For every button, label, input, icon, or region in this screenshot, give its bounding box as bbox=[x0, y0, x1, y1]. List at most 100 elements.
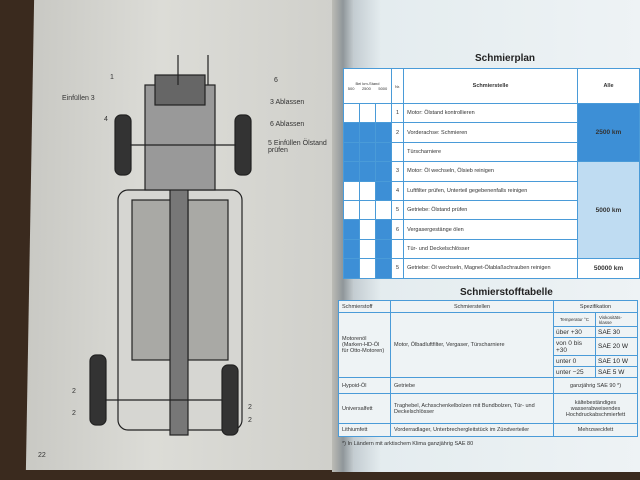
sae-value: SAE 10 W bbox=[595, 355, 638, 367]
label-2: 2 bbox=[72, 410, 76, 417]
interval-mark bbox=[375, 180, 392, 201]
label-ablassen-6: 6 Ablassen bbox=[270, 121, 305, 128]
interval-mark bbox=[343, 141, 360, 163]
interval-5000: 5000 bbox=[378, 86, 388, 91]
schmierplan-row: Türscharniere bbox=[343, 141, 640, 163]
row-text: Luftfilter prüfen, Unterteil gegebenenfa… bbox=[403, 180, 578, 201]
row-nr: 3 bbox=[390, 161, 405, 182]
interval-mark bbox=[375, 219, 392, 240]
schmierplan-table: Bei km-Stand 500 2500 5000 Nr. Schmierstel… bbox=[343, 68, 640, 279]
schmierstofftabelle-title: Schmierstofftabelle bbox=[460, 287, 553, 298]
motoroel-stellen: Motor, Ölbadluftfilter, Vergaser, Türsch… bbox=[390, 312, 554, 378]
interval-mark bbox=[375, 199, 392, 221]
stelle-header: Schmierstelle bbox=[403, 68, 578, 104]
temp-value: unter 0 bbox=[553, 355, 596, 367]
interval-mark bbox=[375, 238, 392, 260]
alle-header: Alle bbox=[577, 68, 640, 104]
interval-mark bbox=[343, 258, 360, 279]
chassis-diagram bbox=[89, 55, 252, 436]
lubricant-name: Universalfett bbox=[338, 393, 391, 424]
label-2: 2 bbox=[248, 404, 252, 411]
interval-mark bbox=[359, 102, 376, 124]
nr-header: Nr. bbox=[390, 68, 405, 104]
row-nr: 5 bbox=[390, 199, 405, 221]
row-text: Getriebe: Ölstand prüfen bbox=[403, 199, 578, 221]
interval-header: Bei km-Stand bbox=[355, 81, 380, 86]
interval-mark bbox=[359, 161, 376, 182]
row-nr: 4 bbox=[390, 180, 405, 201]
interval-mark bbox=[375, 102, 392, 124]
interval-2500: 2500 bbox=[361, 86, 371, 91]
interval-mark bbox=[343, 122, 360, 143]
header-spezifikation: Spezifikation bbox=[553, 300, 638, 313]
label-2: 2 bbox=[248, 417, 252, 424]
interval-mark bbox=[359, 219, 376, 240]
interval-mark bbox=[343, 102, 360, 124]
row-nr: 5 bbox=[390, 258, 405, 279]
label-4: 4 bbox=[104, 116, 108, 123]
viscosity-header: Viskositäts-klasse bbox=[595, 312, 638, 327]
label-einfuellen-3: Einfüllen 3 bbox=[62, 95, 95, 102]
label-6: 6 bbox=[274, 77, 278, 84]
lubricant-spec: ganzjährig SAE 90 *) bbox=[553, 377, 638, 394]
lubricant-spec: kältebeständiges wasserabweisendes Hochd… bbox=[553, 393, 638, 424]
row-nr: 2 bbox=[390, 122, 405, 143]
lubricant-stellen: Vorderradlager, Unterbrechergleitstück i… bbox=[390, 423, 554, 437]
interval-mark bbox=[359, 180, 376, 201]
lubricant-name: Hypoid-Öl bbox=[338, 377, 391, 394]
label-ablassen-3: 3 Ablassen bbox=[270, 99, 305, 106]
interval-mark bbox=[359, 199, 376, 221]
row-nr bbox=[390, 141, 405, 163]
motoroel-name: Motorenöl (Marken-HD-Öl für Otto-Motoren… bbox=[338, 312, 391, 378]
row-text: Vergasergestänge ölen bbox=[403, 219, 578, 240]
row-nr: 1 bbox=[390, 102, 405, 124]
interval-500: 500 bbox=[347, 86, 355, 91]
row-nr bbox=[390, 238, 405, 260]
lubricant-stellen: Traghebel, Achsschenkelbolzen mit Bundbo… bbox=[390, 393, 554, 424]
interval-mark bbox=[343, 199, 360, 221]
interval-mark bbox=[359, 258, 376, 279]
row-nr: 6 bbox=[390, 219, 405, 240]
interval-mark bbox=[375, 258, 392, 279]
temp-value: unter −25 bbox=[553, 366, 596, 378]
temp-value: über +30 bbox=[553, 326, 596, 338]
interval-mark bbox=[359, 141, 376, 163]
lubricant-spec: Mehrzweckfett bbox=[553, 423, 638, 437]
row-text: Tür- und Deckelschlösser bbox=[403, 238, 578, 260]
interval-km: 50000 km bbox=[577, 258, 640, 279]
page-number: 22 bbox=[38, 452, 46, 459]
interval-km: 5000 km bbox=[577, 161, 640, 260]
sae-value: SAE 20 W bbox=[595, 337, 638, 356]
temperature-header: Temperatur °C bbox=[553, 312, 596, 327]
interval-mark bbox=[359, 238, 376, 260]
sae-value: SAE 5 W bbox=[595, 366, 638, 378]
header-schmierstoff: Schmierstoff bbox=[338, 300, 391, 313]
interval-mark bbox=[343, 238, 360, 260]
label-einfuellen-5: 5 Einfüllen Ölstand prüfen bbox=[268, 140, 327, 154]
temp-value: von 0 bis +30 bbox=[553, 337, 596, 356]
label-1: 1 bbox=[110, 74, 114, 81]
interval-mark bbox=[375, 122, 392, 143]
row-text: Motor: Ölstand kontrollieren bbox=[403, 102, 578, 124]
header-schmierstellen: Schmierstellen bbox=[390, 300, 554, 313]
lubricant-stellen: Getriebe bbox=[390, 377, 554, 394]
sae-value: SAE 30 bbox=[595, 326, 638, 338]
row-text: Vorderachse: Schmieren bbox=[403, 122, 578, 143]
interval-km: 2500 km bbox=[577, 102, 640, 163]
interval-mark bbox=[343, 219, 360, 240]
interval-mark bbox=[375, 161, 392, 182]
row-text: Getriebe: Öl wechseln, Magnet-Ölablaßsch… bbox=[403, 258, 578, 279]
row-text: Türscharniere bbox=[403, 141, 578, 163]
footnote: *) In Ländern mit arktischem Klima ganzj… bbox=[342, 441, 474, 447]
schmierplan-title: Schmierplan bbox=[475, 53, 536, 64]
row-text: Motor: Öl wechseln, Ölsieb reinigen bbox=[403, 161, 578, 182]
interval-mark bbox=[343, 180, 360, 201]
